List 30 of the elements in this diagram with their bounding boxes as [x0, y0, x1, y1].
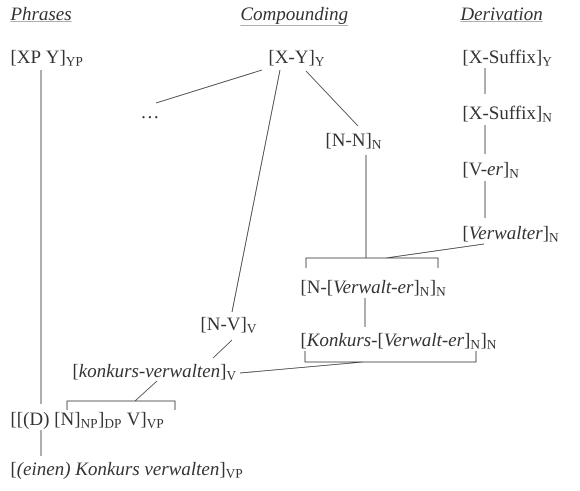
- schema-text: [X-Suffix]$_{Y}$: [464, 50, 552, 66]
- connector-line: [484, 68, 486, 94]
- schema-text: [X-Y]$_{Y}$: [270, 50, 324, 66]
- connector-line: [156, 70, 262, 104]
- column-heading: Phrases: [10, 6, 72, 22]
- connector-line: [364, 298, 366, 328]
- schema-text: …: [142, 116, 158, 118]
- schema-text: [XP Y]$_{YP}$: [12, 50, 82, 66]
- connector-line: [386, 244, 484, 258]
- schema-text: [(einen) Konkurs verwalten]$_{VP}$: [12, 462, 242, 480]
- connector-line: [134, 380, 158, 402]
- column-heading: Derivation: [460, 7, 543, 22]
- schema-text: [[(D) [N]$_{NP}$]$_{DP}$ V]$_{VP}$: [12, 412, 164, 430]
- schema-text: [konkurs-verwalten]$_{V}$: [74, 364, 236, 380]
- connector-line: [484, 180, 486, 218]
- connector-line: [212, 340, 232, 358]
- schema-text: [Verwalter]$_{N}$: [464, 226, 558, 242]
- connector-line: [484, 124, 486, 154]
- connector-line: [306, 70, 358, 126]
- connector-line: [232, 70, 280, 312]
- schema-text: [N-V]$_{V}$: [202, 316, 256, 333]
- connector-line: [240, 362, 364, 374]
- schema-text: [N-[Verwalt-er]$_{N}$]$_{N}$: [302, 280, 446, 296]
- connector-line: [40, 70, 42, 404]
- schema-text: [Konkurs-[Verwalt-er]$_{N}$]$_{N}$: [302, 332, 496, 349]
- schema-text: [X-Suffix]$_{N}$: [464, 106, 552, 122]
- column-heading: Compounding: [240, 6, 348, 26]
- schema-text: [N-N]$_{N}$: [326, 132, 382, 149]
- connector-line: [40, 430, 42, 456]
- schema-text: [V-er]$_{N}$: [464, 162, 519, 178]
